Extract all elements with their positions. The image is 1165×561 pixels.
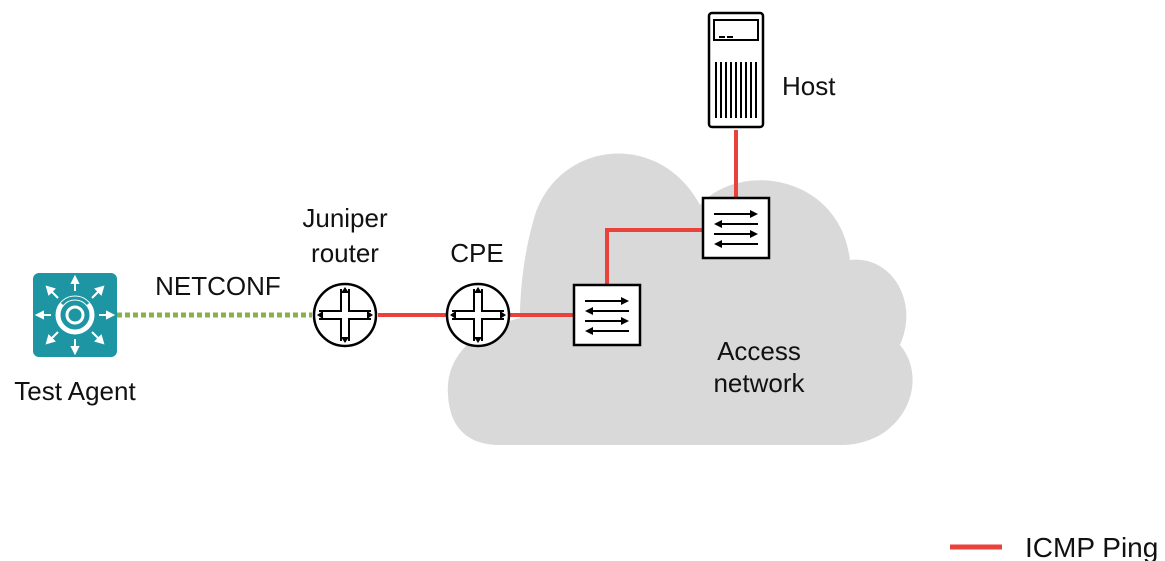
access-switch-2-icon[interactable] <box>701 196 771 260</box>
juniper-router-label-line1: Juniper <box>302 203 388 233</box>
access-network-label-line1: Access <box>717 336 801 366</box>
legend: ICMP Ping <box>950 532 1158 561</box>
test-agent-label: Test Agent <box>14 376 136 406</box>
juniper-router-label-line2: router <box>311 238 379 268</box>
access-switch-1-icon[interactable] <box>572 283 642 347</box>
access-network-label-line2: network <box>713 368 805 398</box>
netconf-label: NETCONF <box>155 271 281 301</box>
cpe-label: CPE <box>450 238 503 268</box>
legend-icmp-label: ICMP Ping <box>1025 532 1158 561</box>
cpe-router-icon[interactable] <box>445 282 511 348</box>
icmp-link-switch-switch <box>605 228 705 285</box>
access-network-cloud <box>447 153 913 445</box>
juniper-router-icon[interactable] <box>312 282 378 348</box>
test-agent-icon[interactable] <box>33 273 117 357</box>
host-server-icon[interactable] <box>707 11 765 129</box>
host-label: Host <box>782 71 836 101</box>
